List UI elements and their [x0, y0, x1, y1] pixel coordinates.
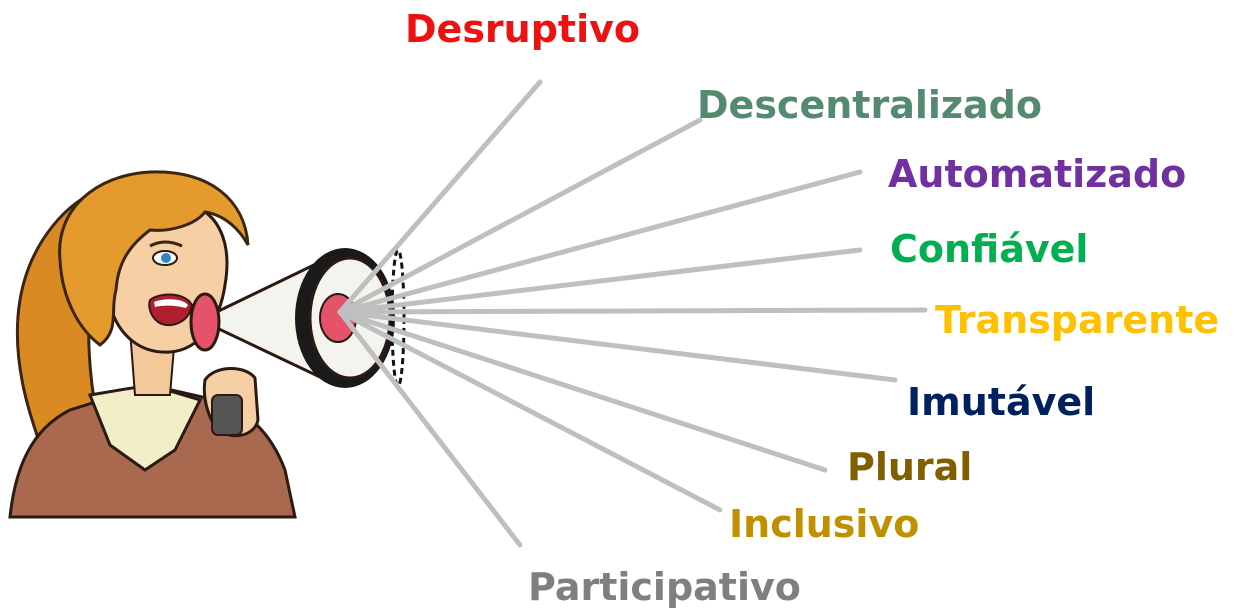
- ray-inclusivo: [337, 309, 723, 513]
- ray-descentralizado: [337, 117, 703, 315]
- word-participativo: Participativo: [528, 565, 801, 609]
- ray-imutavel: [337, 309, 898, 383]
- ray-participativo: [337, 309, 523, 548]
- word-automatizado: Automatizado: [888, 152, 1187, 196]
- ray-desruptivo: [337, 79, 543, 315]
- word-transparente: Transparente: [935, 298, 1220, 342]
- word-inclusivo: Inclusivo: [729, 502, 920, 546]
- word-desruptivo: Desruptivo: [405, 7, 640, 51]
- word-plural: Plural: [847, 445, 973, 489]
- ray-transparente: [337, 307, 928, 315]
- ray-confiavel: [337, 247, 863, 315]
- ray-automatizado: [337, 169, 863, 315]
- rays-group: [337, 79, 928, 548]
- woman-shouting-icon: [8, 170, 297, 519]
- word-descentralizado: Descentralizado: [697, 83, 1042, 127]
- ray-plural: [337, 309, 828, 473]
- word-imutavel: Imutável: [907, 380, 1096, 424]
- word-confiavel: Confiável: [890, 227, 1089, 271]
